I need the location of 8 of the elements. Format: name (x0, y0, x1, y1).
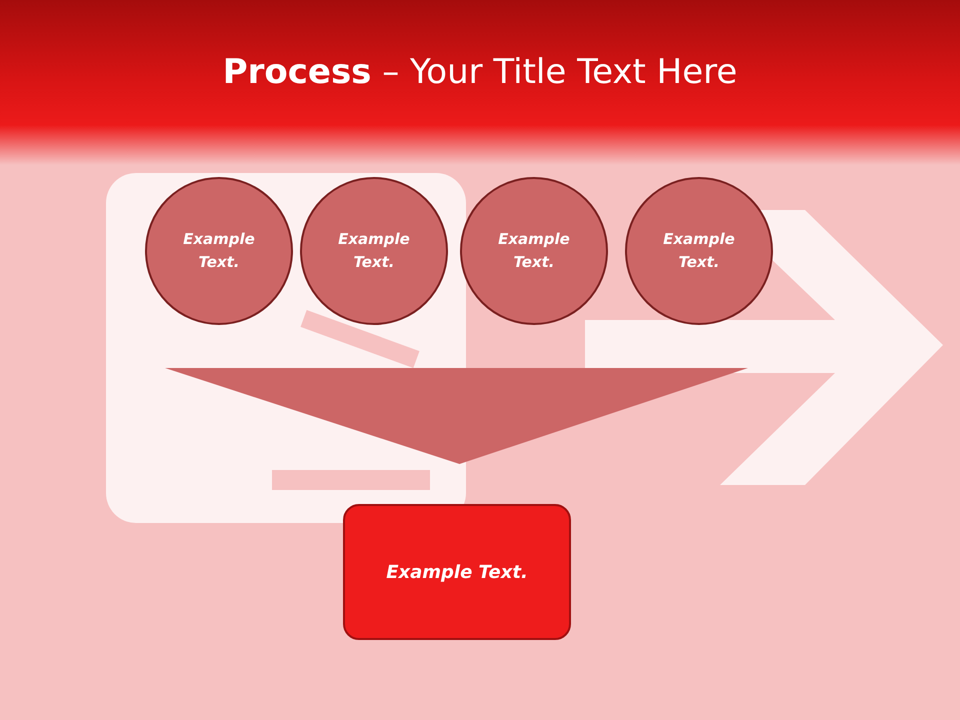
node-label: Example Text. (337, 229, 411, 273)
node-label: Example Text. (662, 229, 736, 273)
result-box (343, 504, 571, 640)
node-label: Example Text. (386, 560, 528, 584)
slide-title: Process – Your Title Text Here (222, 52, 738, 92)
node-label: Example Text. (182, 229, 256, 273)
funnel-shape (165, 368, 748, 464)
node-label: Example Text. (497, 229, 571, 273)
